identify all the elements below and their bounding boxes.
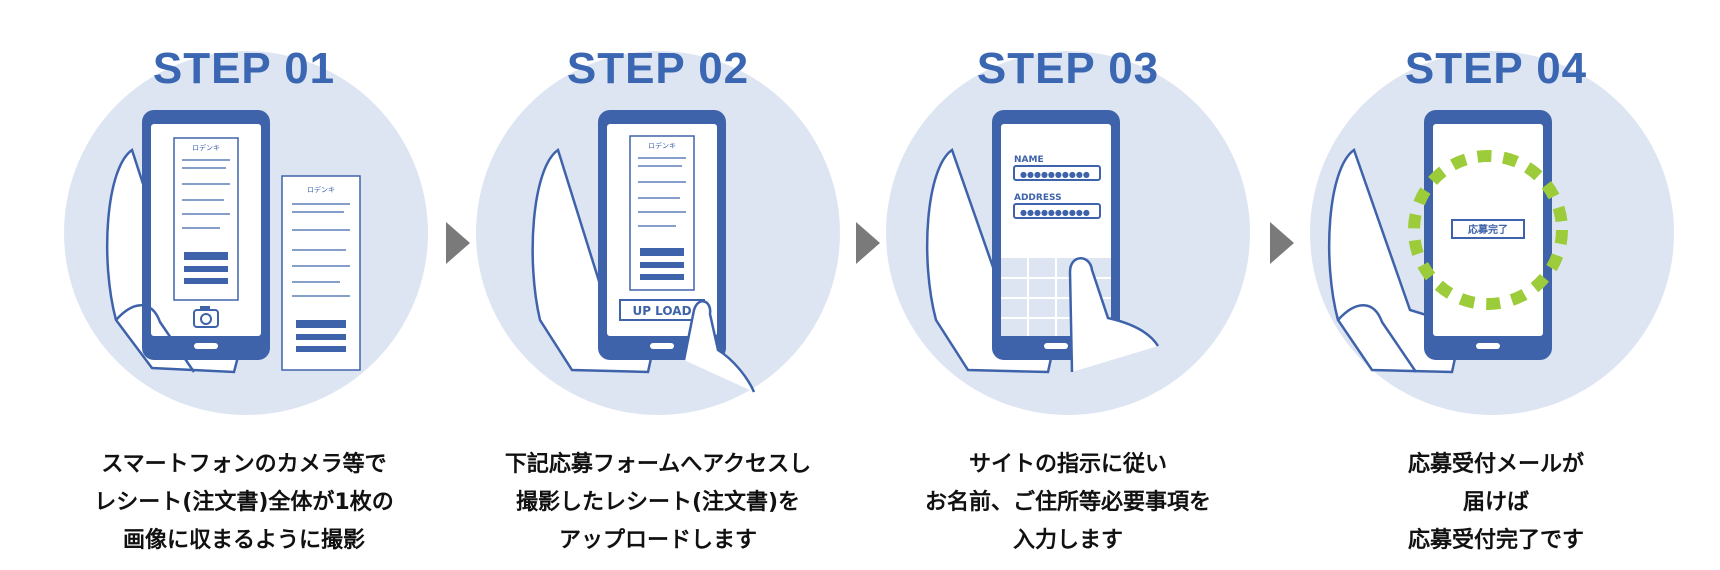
- name-field-label: NAME: [1014, 155, 1044, 165]
- step-03-line-1: サイトの指示に従い: [968, 452, 1167, 477]
- camera-icon: [193, 306, 219, 328]
- complete-badge-label: 応募完了: [1468, 223, 1508, 236]
- step-04-line-2: 届けば: [1462, 490, 1529, 515]
- arrow-right-icon: [1270, 222, 1294, 264]
- upload-button-label: UP LOAD: [632, 304, 691, 318]
- step-04-title: STEP 04: [1404, 44, 1588, 93]
- step-04: 応募完了 STEP 04 応募受付メールが 届けば 応募受付完了です: [1286, 0, 1706, 570]
- step-03: NAME ●●●●●●●●●● ADDRESS ●●●●●●●●●● STEP …: [858, 0, 1278, 570]
- step-04-illustration: 応募完了: [1310, 51, 1674, 415]
- phone-home-button: [194, 343, 218, 349]
- step-03-line-3: 入力します: [1012, 528, 1123, 553]
- hand-thumb: [1337, 304, 1418, 373]
- paper-receipt-header: ロデンキ: [307, 185, 335, 194]
- step-02-line-1: 下記応募フォームへアクセスし: [504, 452, 812, 477]
- step-04-line-1: 応募受付メールが: [1407, 452, 1584, 477]
- arrow-right-icon: [856, 222, 880, 264]
- pointing-finger: [682, 300, 756, 393]
- address-field-value: ●●●●●●●●●●: [1020, 208, 1090, 217]
- receipt-header: ロデンキ: [192, 143, 220, 152]
- step-01-title: STEP 01: [152, 44, 336, 93]
- step-02-line-3: アップロードします: [558, 528, 757, 553]
- phone-home-button: [1044, 343, 1068, 349]
- step-01-line-1: スマートフォンのカメラ等で: [101, 452, 387, 477]
- step-01-illustration: ロデンキ ロデンキ: [64, 51, 428, 415]
- step-01: ロデンキ ロデンキ: [34, 0, 454, 570]
- receipt-on-screen: [173, 137, 239, 301]
- complete-badge: 応募完了: [1451, 219, 1525, 239]
- step-03-illustration: NAME ●●●●●●●●●● ADDRESS ●●●●●●●●●●: [886, 51, 1250, 415]
- step-01-line-2: レシート(注文書)全体が1枚の: [94, 490, 394, 515]
- phone-home-button: [1476, 343, 1500, 349]
- step-02-title: STEP 02: [566, 44, 750, 93]
- phone-home-button: [650, 343, 674, 349]
- pointing-finger: [1068, 257, 1160, 373]
- arrow-right-icon: [446, 222, 470, 264]
- hand-thumb: [115, 304, 196, 373]
- step-03-description: サイトの指示に従い お名前、ご住所等必要事項を 入力します: [858, 446, 1278, 560]
- step-02-line-2: 撮影したレシート(注文書)を: [515, 490, 801, 515]
- step-02: ロデンキ UP LOAD STEP 02 下記応募フォームへアクセスし 撮影した…: [448, 0, 868, 570]
- step-01-line-3: 画像に収まるように撮影: [122, 528, 365, 553]
- step-01-description: スマートフォンのカメラ等で レシート(注文書)全体が1枚の 画像に収まるように撮…: [34, 446, 454, 560]
- step-03-title: STEP 03: [976, 44, 1160, 93]
- address-field-label: ADDRESS: [1014, 193, 1062, 203]
- name-field-value: ●●●●●●●●●●: [1020, 170, 1090, 179]
- name-field[interactable]: ●●●●●●●●●●: [1013, 165, 1101, 181]
- step-04-description: 応募受付メールが 届けば 応募受付完了です: [1286, 446, 1706, 560]
- receipt-header: ロデンキ: [648, 141, 676, 150]
- step-04-line-3: 応募受付完了です: [1407, 528, 1584, 553]
- step-02-illustration: ロデンキ UP LOAD: [476, 51, 840, 415]
- paper-receipt: [281, 175, 361, 371]
- address-field[interactable]: ●●●●●●●●●●: [1013, 203, 1101, 219]
- step-02-description: 下記応募フォームへアクセスし 撮影したレシート(注文書)を アップロードします: [448, 446, 868, 560]
- completion-ring-icon: [1408, 150, 1568, 310]
- step-03-line-2: お名前、ご住所等必要事項を: [924, 490, 1211, 515]
